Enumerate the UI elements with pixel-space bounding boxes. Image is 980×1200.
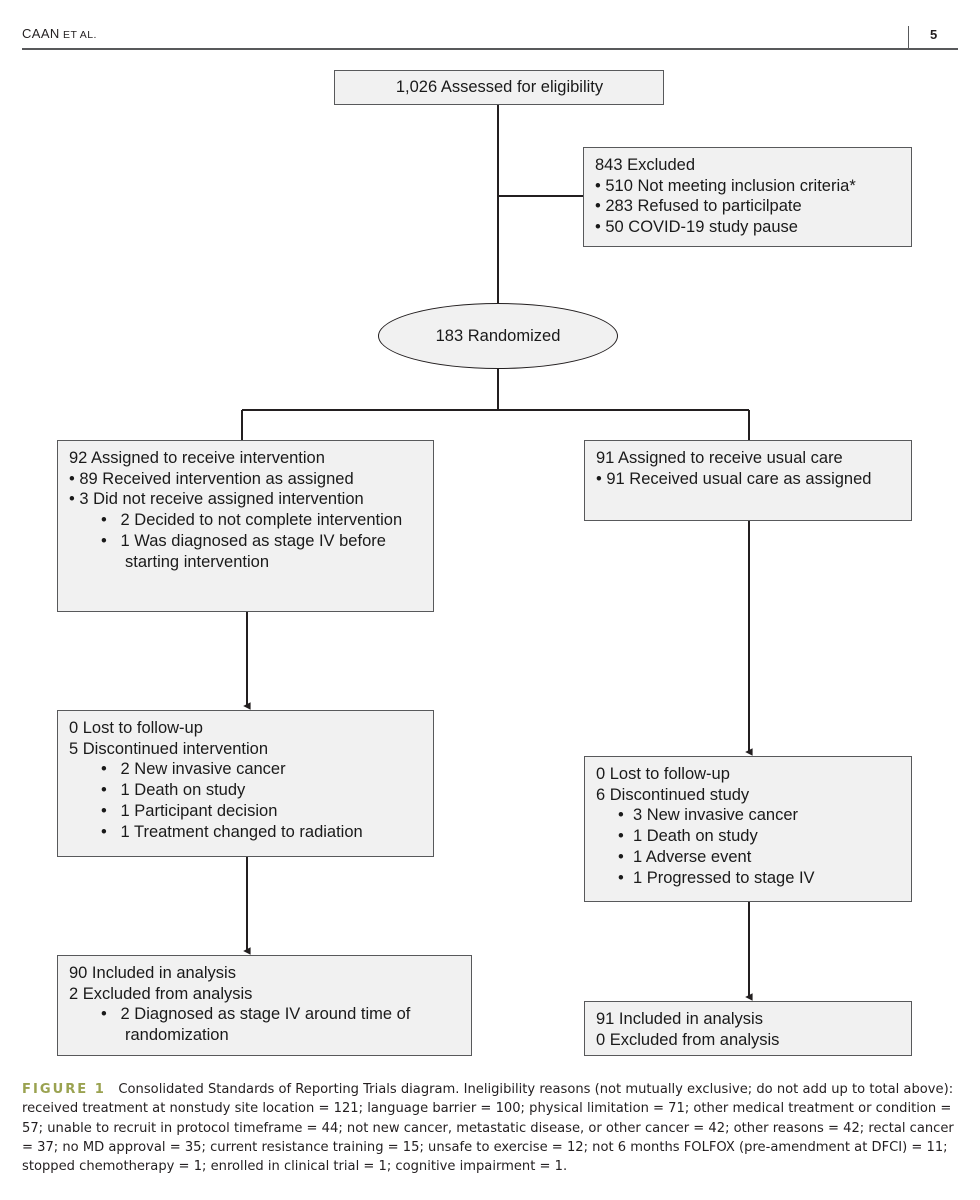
node-followup-intervention-line-4: • 1 Participant decision <box>101 801 278 820</box>
node-assigned-intervention-line-3: • 2 Decided to not complete intervention <box>101 511 403 530</box>
figure-caption-label: FIGURE 1 <box>22 1082 106 1097</box>
node-followup-usual-care-line-3: • 1 Death on study <box>618 827 758 846</box>
running-head-author: CAAN ET AL. <box>22 26 97 41</box>
node-assessed-line-0: 1,026 Assessed for eligibility <box>395 77 604 96</box>
node-followup-usual-care-line-1: 6 Discontinued study <box>596 785 750 804</box>
node-analysis-intervention-line-0: 90 Included in analysis <box>69 964 236 982</box>
node-followup-intervention: 0 Lost to follow-up 5 Discontinued inter… <box>57 710 434 857</box>
consort-flow-diagram: 1,026 Assessed for eligibility 843 Exclu… <box>57 70 912 1056</box>
running-head-rule <box>22 48 958 50</box>
page-number: 5 <box>930 27 938 42</box>
node-excluded-line-1: • 510 Not meeting inclusion criteria* <box>595 176 856 195</box>
node-analysis-usual-care-line-0: 91 Included in analysis <box>596 1010 763 1028</box>
node-assigned-usual-care-line-0: 91 Assigned to receive usual care <box>596 449 843 467</box>
node-excluded-line-3: • 50 COVID-19 study pause <box>595 218 798 237</box>
running-head-divider <box>908 26 910 48</box>
node-excluded-line-2: • 283 Refused to particilpate <box>595 197 802 216</box>
node-followup-intervention-line-5: • 1 Treatment changed to radiation <box>101 822 363 841</box>
node-followup-usual-care-line-5: • 1 Progressed to stage IV <box>618 868 815 887</box>
node-assessed-for-eligibility: 1,026 Assessed for eligibility <box>334 70 664 105</box>
node-followup-intervention-line-3: • 1 Death on study <box>101 781 246 800</box>
node-randomized-label: 183 Randomized <box>435 326 561 345</box>
node-randomized: 183 Randomized <box>378 303 618 369</box>
node-assigned-intervention-line-4: • 1 Was diagnosed as stage IV before sta… <box>101 531 391 571</box>
node-excluded: 843 Excluded • 510 Not meeting inclusion… <box>583 147 912 247</box>
node-assigned-intervention-line-0: 92 Assigned to receive intervention <box>69 449 325 467</box>
node-assigned-intervention: 92 Assigned to receive intervention • 89… <box>57 440 434 612</box>
node-followup-usual-care-line-0: 0 Lost to follow-up <box>596 765 730 783</box>
node-followup-usual-care-line-4: • 1 Adverse event <box>618 847 752 866</box>
node-excluded-line-0: 843 Excluded <box>595 156 695 174</box>
node-followup-usual-care-line-2: • 3 New invasive cancer <box>618 806 799 825</box>
node-followup-intervention-line-1: 5 Discontinued intervention <box>69 739 269 758</box>
figure-caption: FIGURE 1 Consolidated Standards of Repor… <box>22 1080 960 1177</box>
running-head-author-suffix: ET AL. <box>63 29 97 41</box>
node-assigned-intervention-line-2: • 3 Did not receive assigned interventio… <box>69 490 364 509</box>
node-assigned-usual-care: 91 Assigned to receive usual care • 91 R… <box>584 440 912 521</box>
figure-caption-body: Consolidated Standards of Reporting Tria… <box>22 1082 954 1175</box>
running-head-author-name: CAAN <box>22 26 60 41</box>
node-analysis-usual-care-line-1: 0 Excluded from analysis <box>596 1030 780 1049</box>
node-analysis-intervention-line-1: 2 Excluded from analysis <box>69 984 253 1003</box>
node-followup-usual-care: 0 Lost to follow-up 6 Discontinued study… <box>584 756 912 902</box>
node-followup-intervention-line-2: • 2 New invasive cancer <box>101 760 286 779</box>
node-analysis-intervention-line-2: • 2 Diagnosed as stage IV around time of… <box>101 1005 415 1045</box>
node-assigned-intervention-line-1: • 89 Received intervention as assigned <box>69 469 354 488</box>
node-analysis-usual-care: 91 Included in analysis 0 Excluded from … <box>584 1001 912 1056</box>
node-followup-intervention-line-0: 0 Lost to follow-up <box>69 719 203 737</box>
node-assigned-usual-care-line-1: • 91 Received usual care as assigned <box>596 469 872 488</box>
running-head: CAAN ET AL. 5 <box>22 26 958 50</box>
node-analysis-intervention: 90 Included in analysis 2 Excluded from … <box>57 955 472 1056</box>
connector-layer <box>241 104 753 1001</box>
